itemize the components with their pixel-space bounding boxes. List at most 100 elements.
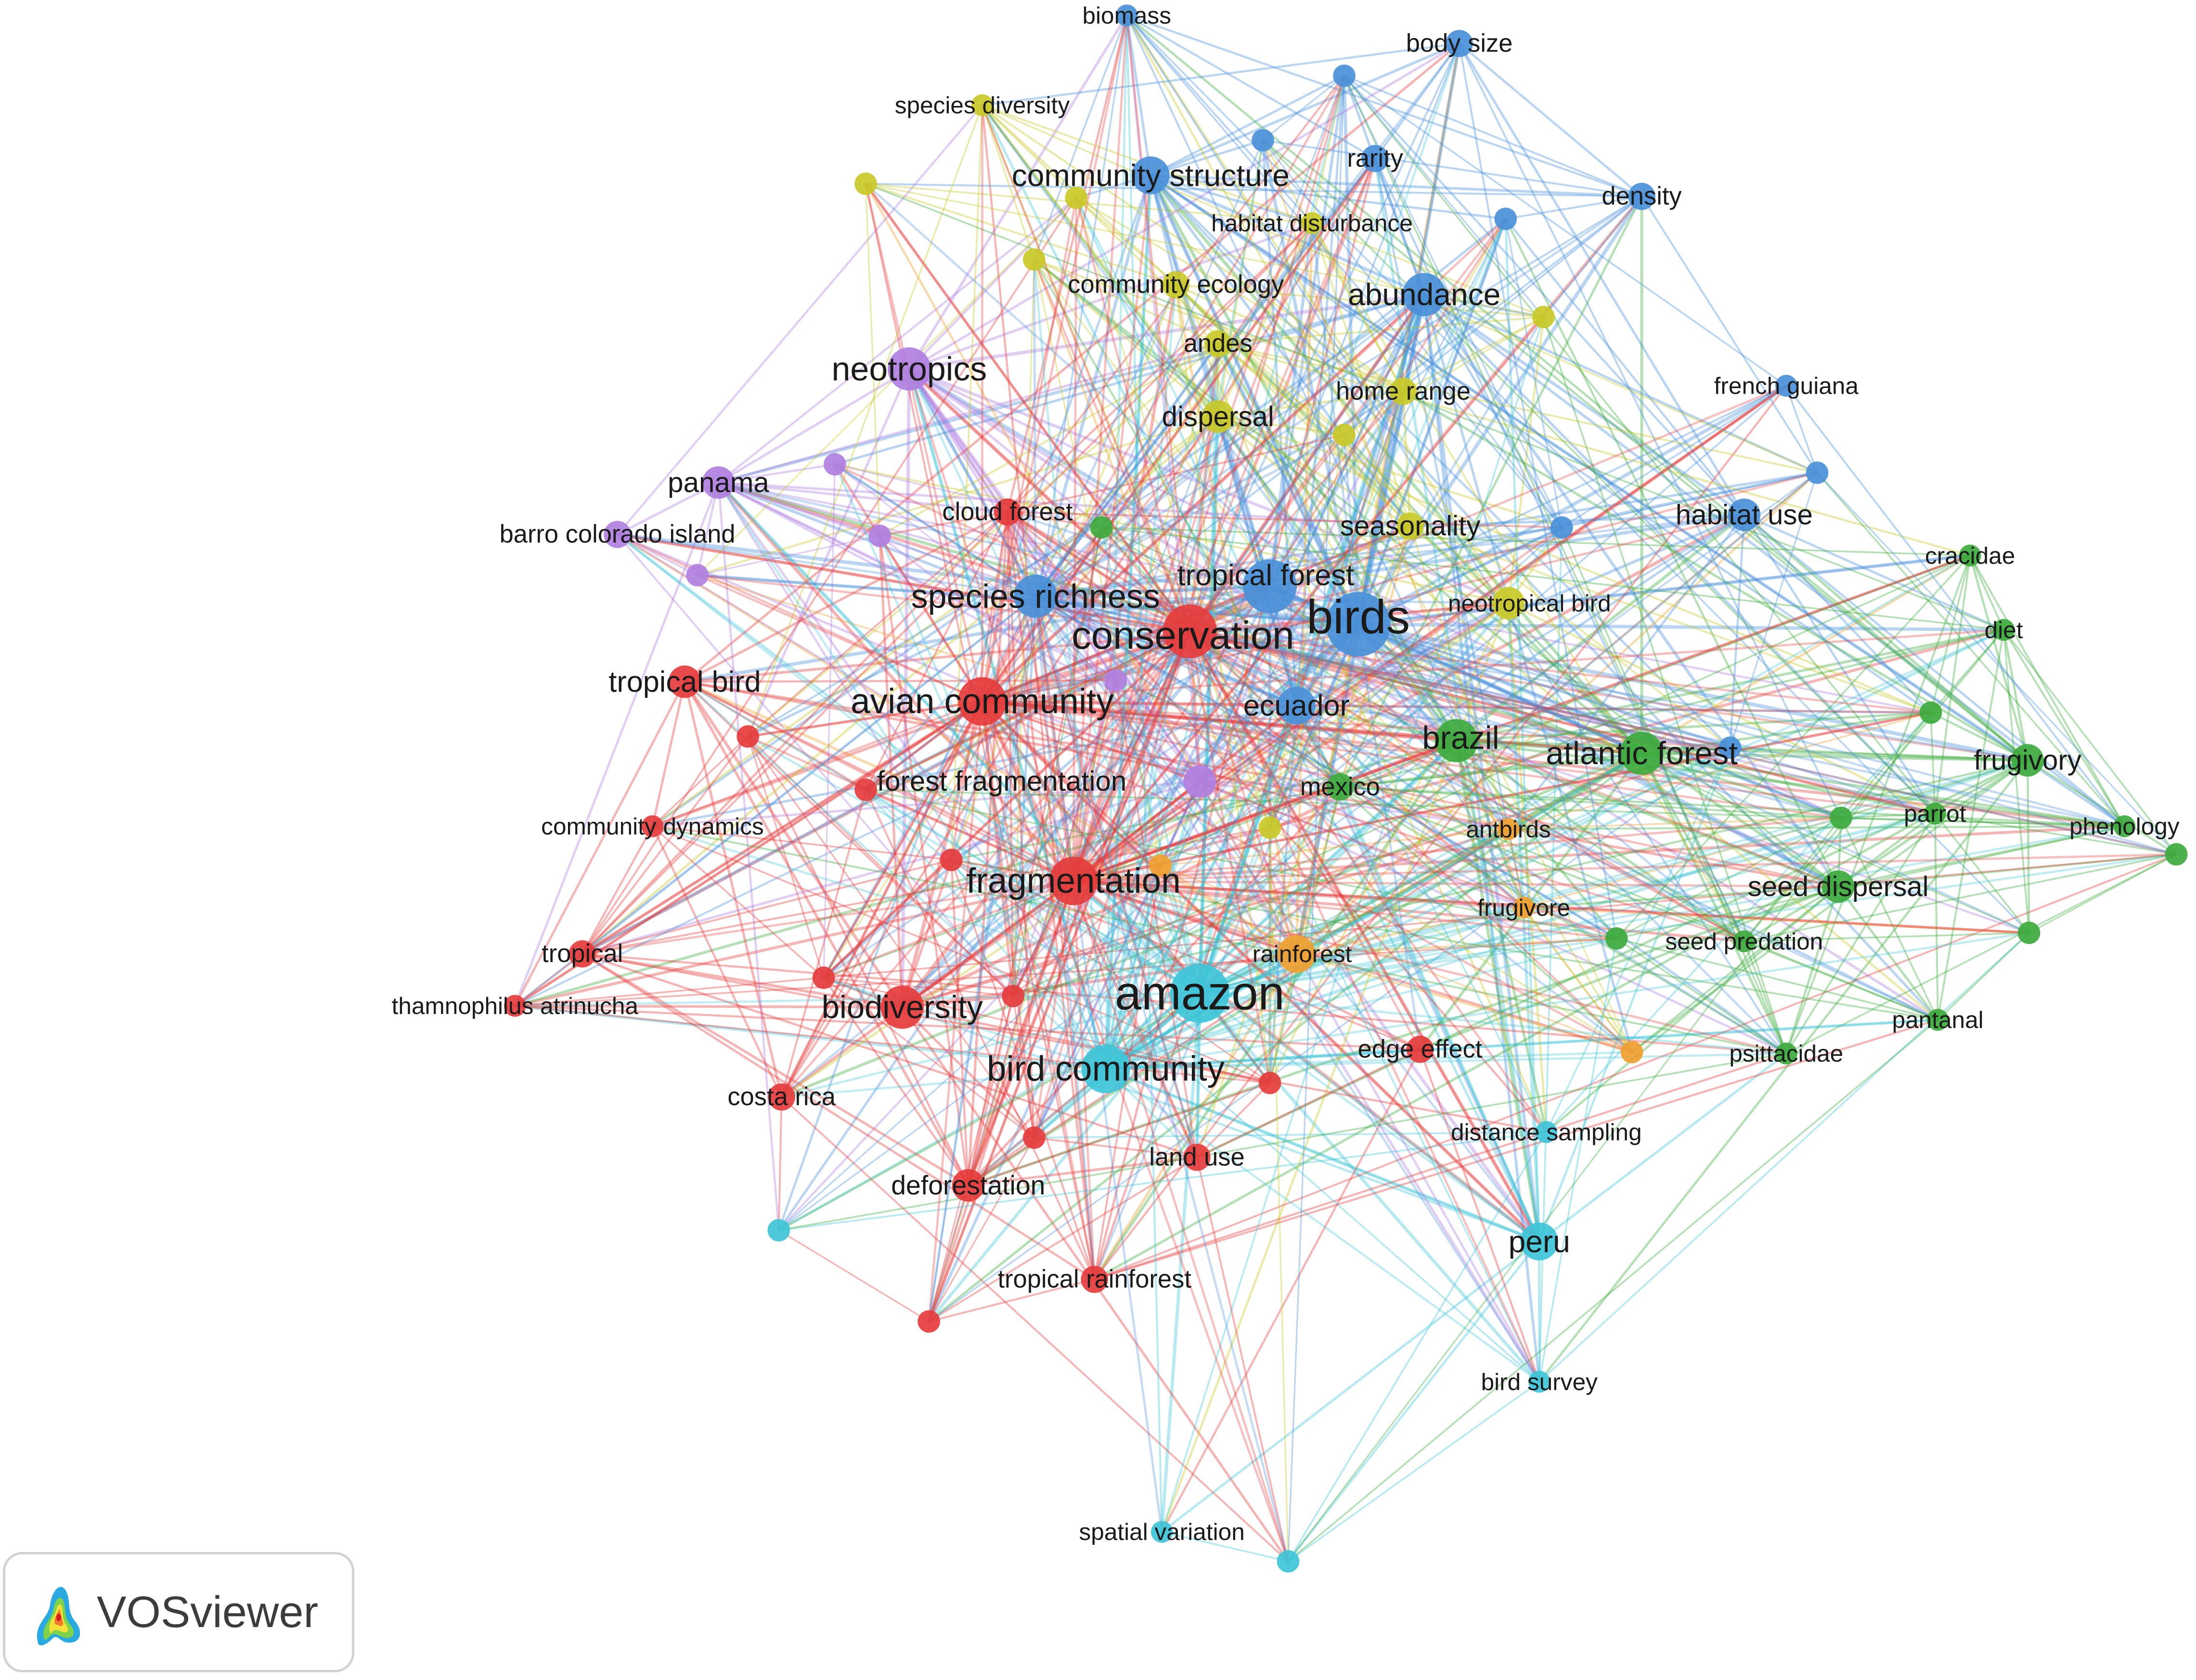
node-unlabeled[interactable] xyxy=(1830,807,1852,829)
node-unlabeled[interactable] xyxy=(1494,207,1517,231)
node-unlabeled[interactable] xyxy=(1104,669,1127,692)
node-deforestation[interactable] xyxy=(952,1169,985,1202)
node-unlabeled[interactable] xyxy=(1002,985,1024,1007)
node-unlabeled[interactable] xyxy=(917,1310,941,1333)
node-pantanal[interactable] xyxy=(1926,1009,1949,1031)
node-abundance[interactable] xyxy=(1402,273,1446,317)
node-unlabeled[interactable] xyxy=(1806,462,1829,484)
node-density[interactable] xyxy=(1628,182,1655,210)
node-mexico[interactable] xyxy=(1326,773,1354,801)
node-community-dynamics[interactable] xyxy=(641,815,664,837)
node-frugivory[interactable] xyxy=(2011,744,2044,777)
network-link xyxy=(1188,630,1541,1243)
node-unlabeled[interactable] xyxy=(812,966,835,989)
node-neotropics[interactable] xyxy=(888,347,931,391)
node-costa-rica[interactable] xyxy=(768,1083,795,1111)
node-unlabeled[interactable] xyxy=(2017,922,2041,944)
node-habitat-use[interactable] xyxy=(1728,498,1761,531)
node-forest-fragmentation[interactable] xyxy=(1183,765,1216,798)
node-unlabeled[interactable] xyxy=(940,848,963,872)
node-parrot[interactable] xyxy=(1924,802,1946,825)
node-land-use[interactable] xyxy=(1183,1143,1211,1171)
node-rarity[interactable] xyxy=(1361,145,1389,172)
node-unlabeled[interactable] xyxy=(1333,423,1356,446)
node-conservation[interactable] xyxy=(1163,604,1217,658)
node-bird-community[interactable] xyxy=(1081,1044,1130,1093)
node-unlabeled[interactable] xyxy=(767,1219,790,1242)
node-habitat-disturbance[interactable] xyxy=(1301,212,1323,234)
network-link xyxy=(928,595,1037,1323)
node-distance-sampling[interactable] xyxy=(1535,1121,1558,1143)
node-barro-colorado-island[interactable] xyxy=(604,521,631,548)
node-seed-dispersal[interactable] xyxy=(1821,870,1855,903)
node-psittacidae[interactable] xyxy=(1775,1042,1797,1064)
node-andes[interactable] xyxy=(1204,330,1232,358)
node-unlabeled[interactable] xyxy=(824,453,846,476)
node-spatial-variation[interactable] xyxy=(1150,1521,1173,1543)
node-community-structure[interactable] xyxy=(1131,156,1170,194)
node-brazil[interactable] xyxy=(1434,719,1478,763)
node-biodiversity[interactable] xyxy=(880,986,924,1029)
node-cracidae[interactable] xyxy=(1959,544,1981,567)
node-seasonality[interactable] xyxy=(1396,512,1424,540)
network-link xyxy=(1198,937,1618,995)
node-species-richness[interactable] xyxy=(1014,574,1058,618)
node-dispersal[interactable] xyxy=(1201,400,1235,433)
node-birds[interactable] xyxy=(1326,592,1391,657)
node-phenology[interactable] xyxy=(2113,815,2136,837)
node-unlabeled[interactable] xyxy=(1605,927,1628,950)
node-species-diversity[interactable] xyxy=(971,94,994,116)
node-bird-survey[interactable] xyxy=(1528,1371,1550,1393)
node-antbirds[interactable] xyxy=(1497,818,1520,840)
node-unlabeled[interactable] xyxy=(1090,516,1113,539)
node-tropical[interactable] xyxy=(568,940,596,968)
node-tropical-forest[interactable] xyxy=(1243,559,1297,614)
node-unlabeled[interactable] xyxy=(1620,1040,1643,1064)
node-unlabeled[interactable] xyxy=(736,725,760,748)
node-unlabeled[interactable] xyxy=(2165,843,2188,866)
node-seed-predation[interactable] xyxy=(1733,930,1756,952)
node-thamnophilus-atrinucha[interactable] xyxy=(504,995,526,1017)
node-unlabeled[interactable] xyxy=(1258,816,1281,839)
network-link xyxy=(1217,415,1563,529)
node-unlabeled[interactable] xyxy=(686,564,709,587)
node-unlabeled[interactable] xyxy=(1023,248,1046,271)
node-unlabeled[interactable] xyxy=(1023,1126,1046,1149)
node-biomass[interactable] xyxy=(1116,4,1138,26)
node-unlabeled[interactable] xyxy=(854,778,877,801)
node-community-ecology[interactable] xyxy=(1162,271,1190,299)
node-unlabeled[interactable] xyxy=(1550,516,1573,539)
node-unlabeled[interactable] xyxy=(1252,129,1274,152)
network-link xyxy=(1216,414,1360,627)
node-unlabeled[interactable] xyxy=(1258,1072,1281,1094)
node-unlabeled[interactable] xyxy=(1919,701,1942,724)
network-link xyxy=(908,368,1103,529)
node-peru[interactable] xyxy=(1520,1222,1559,1261)
node-fragmentation[interactable] xyxy=(1049,857,1098,906)
node-unlabeled[interactable] xyxy=(1532,306,1555,329)
node-atlantic-forest[interactable] xyxy=(1620,731,1664,775)
node-unlabeled[interactable] xyxy=(1277,1550,1300,1573)
node-unlabeled[interactable] xyxy=(854,172,877,195)
node-body-size[interactable] xyxy=(1446,30,1473,57)
node-unlabeled[interactable] xyxy=(1333,64,1356,87)
node-rainforest[interactable] xyxy=(1278,935,1316,973)
node-tropical-bird[interactable] xyxy=(668,665,701,698)
node-unlabeled[interactable] xyxy=(868,525,891,547)
node-home-range[interactable] xyxy=(1389,378,1417,405)
node-avian-community[interactable] xyxy=(958,677,1007,726)
node-amazon[interactable] xyxy=(1170,963,1229,1023)
node-unlabeled[interactable] xyxy=(1149,854,1172,877)
node-neotropical-bird[interactable] xyxy=(1492,587,1525,620)
node-panama[interactable] xyxy=(702,466,735,499)
node-unlabeled[interactable] xyxy=(1718,736,1742,759)
network-link xyxy=(833,293,1426,466)
node-unlabeled[interactable] xyxy=(1065,186,1088,209)
node-diet[interactable] xyxy=(1992,619,2015,641)
node-ecuador[interactable] xyxy=(1278,686,1316,725)
node-edge-effect[interactable] xyxy=(1406,1036,1434,1063)
node-french-guiana[interactable] xyxy=(1775,374,1797,397)
node-frugivore[interactable] xyxy=(1512,897,1535,919)
node-cloud-forest[interactable] xyxy=(994,498,1021,526)
node-tropical-rainforest[interactable] xyxy=(1081,1266,1108,1293)
